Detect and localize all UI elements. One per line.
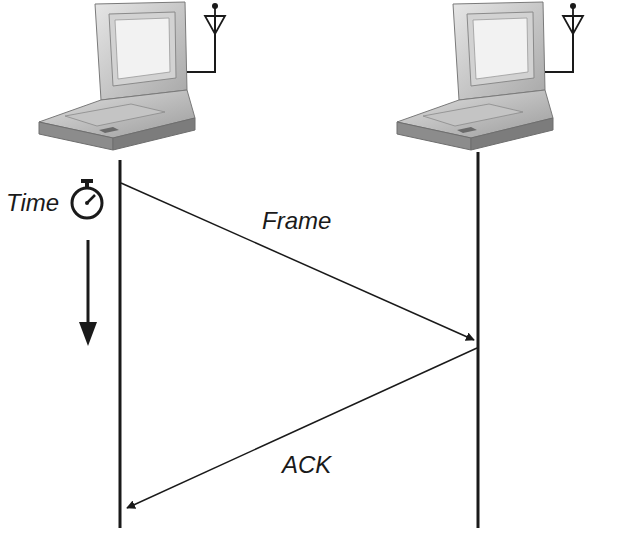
laptop-sender — [39, 2, 225, 150]
receiver-timeline — [477, 152, 480, 528]
time-label: Time — [6, 190, 59, 216]
frame-arrow — [121, 183, 474, 340]
laptop-receiver — [397, 2, 583, 150]
ack-arrow — [127, 348, 477, 508]
message-label: ACK — [282, 452, 331, 478]
stopwatch-icon — [72, 179, 102, 218]
sender-timeline — [119, 160, 122, 528]
message-label: Frame — [262, 208, 331, 234]
time-arrow — [79, 240, 97, 346]
